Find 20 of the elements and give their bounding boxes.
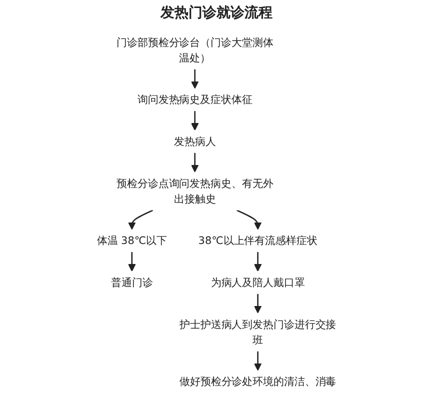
node-text: 体温 38℃以下: [96, 234, 167, 247]
arrow: [254, 351, 262, 371]
arrow: [254, 294, 262, 314]
node-text: 护士护送病人到发热门诊进行交接班: [179, 318, 336, 346]
arrow: [191, 69, 199, 89]
arrow: [191, 152, 199, 172]
node-text: 询问发热病史及症状体征: [137, 94, 252, 106]
arrow: [128, 252, 136, 272]
arrow: [191, 111, 199, 131]
node-text: 做好预检分诊处环境的清洁、消毒: [179, 376, 336, 388]
node-text: 为病人及陪人戴口罩: [210, 276, 305, 289]
node-text: 发热病人: [174, 135, 216, 148]
arrow: [254, 252, 262, 272]
diagram-title: 发热门诊就诊流程: [160, 4, 272, 22]
arrow: [236, 210, 262, 230]
node-text: 普通门诊: [111, 276, 153, 289]
arrow: [128, 210, 154, 230]
node-text: 38℃以上伴有流感样症状: [198, 234, 318, 247]
node-text: 预检分诊点询问发热病史、有无外出接触史: [116, 177, 274, 206]
node-text: 门诊部预检分诊台（门诊大堂测体温处）: [116, 36, 274, 64]
